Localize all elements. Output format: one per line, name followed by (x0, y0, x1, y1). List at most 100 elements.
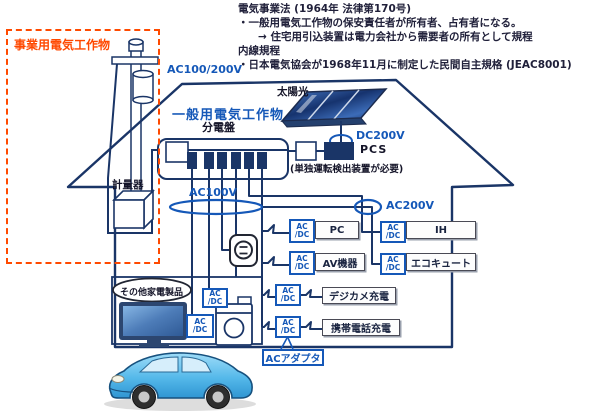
acdc-bottom: /DC (280, 326, 296, 335)
other-appliances-ellipse (112, 277, 192, 303)
car-body (108, 352, 253, 399)
device-ih: IH (406, 221, 476, 239)
ac200v-label: AC200V (386, 199, 435, 212)
plug-camera-out (301, 289, 322, 298)
wire-outlet (221, 169, 230, 251)
device-phone: 携帯電話充電 (322, 319, 400, 336)
breaker-2 (204, 152, 214, 169)
plug-pc (262, 224, 289, 234)
washer-door (223, 317, 245, 339)
ac100v-loop (168, 198, 264, 216)
acdc-bottom: /DC (294, 262, 310, 271)
pcs-note-label: (単独運転検出装置が必要) (290, 164, 404, 175)
note-line-1: 電気事業法 (1964年 法律第170号) (238, 3, 412, 15)
regulation-notes: 電気事業法 (1964年 法律第170号) ・一般用電気工作物の保安責任者が所有… (238, 2, 600, 72)
pcs-label: PCS (360, 143, 388, 156)
plug-camera (262, 289, 275, 298)
device-av: AV機器 (315, 253, 365, 271)
outlet-slots (239, 246, 248, 255)
meter-front (113, 199, 145, 229)
car (104, 352, 256, 411)
car-bumper-line (108, 387, 134, 393)
general-installation-label: 一般用電気工作物 (172, 108, 285, 123)
plug-phone-out (301, 321, 322, 330)
solar-panel-frame (280, 117, 368, 128)
breaker-5 (244, 152, 254, 169)
device-camera: デジカメ充電 (322, 287, 396, 304)
ac200v-loop (353, 198, 383, 216)
acdc-av: AC /DC (289, 251, 315, 275)
distribution-board-label: 分電盤 (202, 121, 235, 134)
acdc-ih: AC /DC (380, 221, 406, 243)
breaker-3 (217, 152, 227, 169)
car-shadow (104, 397, 256, 411)
acdc-bottom: /DC (385, 263, 401, 272)
car-front-window (138, 356, 179, 373)
ac-adapter-tag: ACアダプタ (262, 349, 324, 366)
tv (119, 302, 187, 347)
tv-stand (147, 340, 161, 344)
pole-transformer-bottom (132, 95, 154, 105)
car-rear-window (181, 356, 212, 373)
acdc-bottom: /DC (192, 325, 208, 334)
acdc-bottom: /DC (385, 231, 401, 240)
meter-box (112, 189, 155, 230)
acdc-top: AC (296, 221, 308, 231)
solar-panel-glare (296, 95, 317, 113)
acdc-top: AC (282, 317, 294, 327)
pcs-wires (288, 121, 342, 152)
ac-adapter-callout (280, 337, 294, 350)
tv-base (139, 344, 169, 347)
plug-av (262, 256, 289, 266)
acdc-tv: AC /DC (186, 314, 214, 338)
ac100v-label: AC100V (189, 186, 238, 199)
car-front-hub (138, 391, 150, 403)
branch-wires (191, 169, 380, 330)
acdc-phone: AC /DC (275, 316, 301, 338)
acdc-top: AC (296, 253, 308, 263)
breaker-4 (231, 152, 241, 169)
note-line-4: 内線規程 (238, 45, 280, 57)
acdc-top: AC (387, 222, 399, 232)
acdc-bottom: /DC (280, 294, 296, 303)
note-line-2: ・一般用電気工作物の保安責任者が所有者、占有者になる。 (238, 17, 522, 29)
tv-screen (123, 306, 183, 336)
device-pc: PC (315, 221, 359, 239)
wire-ecocute (262, 206, 380, 265)
pole-cap-top (128, 38, 144, 46)
outlet-ring (234, 240, 253, 260)
note-line-3: → 住宅用引込装置は電力会社から需要者の所有として規程 (258, 31, 533, 43)
note-line-5: ・日本電気協会が1968年11月に制定した民間自主規格 (JEAC8001) (238, 59, 572, 71)
business-installation-label: 事業用電気工作物 (14, 38, 111, 52)
acdc-top: AC (194, 316, 206, 326)
washing-machine (215, 296, 253, 346)
acdc-ecocute: AC /DC (380, 253, 406, 275)
service-voltage-label: AC100/200V (167, 63, 243, 76)
solar-panel-dividers (307, 89, 360, 121)
other-appliances-label: その他家電製品 (120, 288, 184, 298)
acdc-pc: AC /DC (289, 219, 315, 243)
car-rear-hub (212, 391, 224, 403)
car-headlight (111, 375, 125, 383)
pole-transformer-top (132, 69, 154, 79)
acdc-bottom: /DC (294, 230, 310, 239)
main-breaker (165, 141, 189, 163)
wire-ih (248, 169, 380, 233)
solar-label: 太陽光 (277, 86, 309, 98)
plug-phone (262, 321, 275, 330)
wall-outlet (229, 234, 258, 267)
appliance-zone-box (111, 276, 263, 345)
utility-pole (111, 38, 159, 219)
dc200v-label: DC200V (356, 129, 405, 142)
acdc-top: AC (282, 285, 294, 295)
acdc-camera: AC /DC (275, 284, 301, 306)
business-installation-boundary (6, 29, 160, 264)
acdc-top: AC (209, 288, 221, 298)
solar-panel (280, 88, 388, 128)
acdc-bottom: /DC (207, 297, 223, 306)
acdc-washer: AC /DC (202, 288, 228, 308)
breaker-1 (187, 152, 197, 169)
breaker-6 (257, 152, 267, 169)
